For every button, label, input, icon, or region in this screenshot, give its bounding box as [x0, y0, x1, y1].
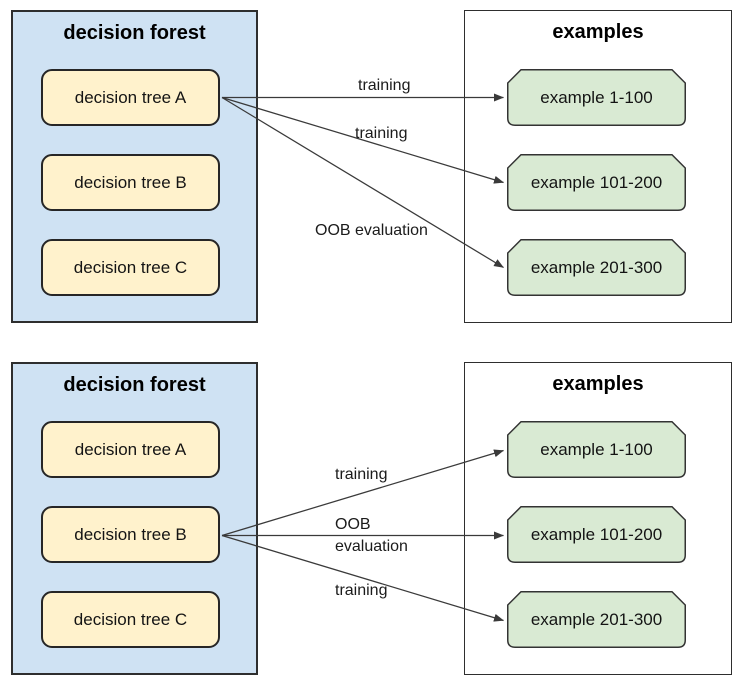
- panel-tree-a: decision forest decision tree A decision…: [0, 10, 737, 323]
- example-node-1: example 1-100: [507, 69, 686, 126]
- example-node-3: example 201-300: [507, 591, 686, 648]
- arrow-label-oob-evaluation: OOB evaluation: [335, 516, 408, 555]
- tree-node-a: decision tree A: [41, 69, 220, 126]
- example-label: example 101-200: [530, 524, 663, 544]
- panel-tree-b: decision forest decision tree A decision…: [0, 362, 737, 675]
- tree-node-b: decision tree B: [41, 506, 220, 563]
- example-card-shape: [507, 239, 686, 296]
- arrow-label-oob-evaluation: OOB evaluation: [315, 222, 428, 239]
- example-node-1: example 1-100: [507, 421, 686, 478]
- examples-title: examples: [552, 373, 644, 395]
- example-label: example 201-300: [530, 257, 663, 277]
- example-card-shape: [507, 421, 686, 478]
- example-card-shape: [507, 591, 686, 648]
- tree-node-b: decision tree B: [41, 154, 220, 211]
- arrow-label-training: training: [335, 582, 388, 599]
- example-label: example 1-100: [540, 439, 653, 459]
- example-card-shape: [507, 69, 686, 126]
- forest-title: decision forest: [63, 374, 206, 396]
- example-card-shape: [507, 154, 686, 211]
- forest-title: decision forest: [63, 22, 206, 44]
- arrow-label-training: training: [335, 466, 388, 483]
- example-card-shape: [507, 506, 686, 563]
- example-label: example 201-300: [530, 609, 663, 629]
- example-node-2: example 101-200: [507, 506, 686, 563]
- arrow-label-training: training: [355, 125, 408, 142]
- example-node-3: example 201-300: [507, 239, 686, 296]
- arrow-label-training: training: [358, 77, 411, 94]
- tree-node-c: decision tree C: [41, 239, 220, 296]
- example-label: example 1-100: [540, 87, 653, 107]
- example-label: example 101-200: [530, 172, 663, 192]
- example-node-2: example 101-200: [507, 154, 686, 211]
- examples-title: examples: [552, 21, 644, 43]
- tree-node-a: decision tree A: [41, 421, 220, 478]
- tree-node-c: decision tree C: [41, 591, 220, 648]
